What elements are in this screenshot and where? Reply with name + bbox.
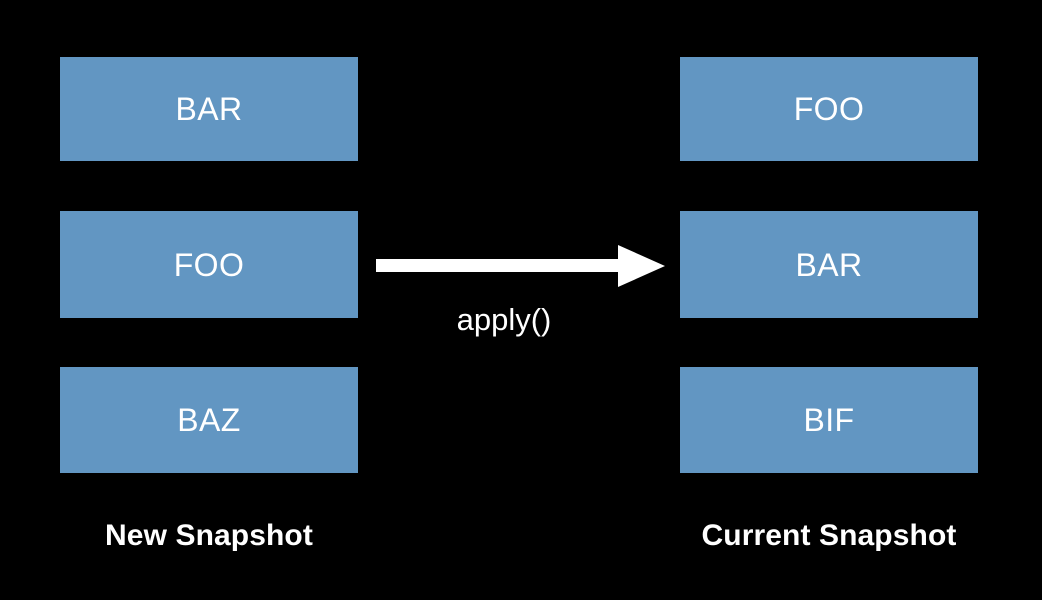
node-box: BAR — [680, 211, 978, 318]
node-label: BAR — [175, 91, 243, 127]
node-box: BIF — [680, 367, 978, 473]
column-caption-new-snapshot: New Snapshot — [105, 519, 313, 552]
column-new-snapshot: BAR FOO BAZ New Snapshot — [60, 0, 358, 600]
node-box: FOO — [680, 57, 978, 161]
apply-arrow — [370, 238, 672, 294]
node-label: BAR — [795, 246, 863, 283]
node-label: BAZ — [177, 402, 241, 438]
column-current-snapshot: FOO BAR BIF Current Snapshot — [680, 0, 978, 600]
node-box: BAR — [60, 57, 358, 161]
node-box: FOO — [60, 211, 358, 318]
node-label: FOO — [173, 246, 245, 283]
column-caption-current-snapshot: Current Snapshot — [701, 519, 957, 552]
node-label: BIF — [803, 402, 855, 438]
right-arrow-icon — [376, 245, 665, 287]
node-box: BAZ — [60, 367, 358, 473]
apply-arrow-label: apply() — [456, 302, 552, 337]
node-label: FOO — [793, 91, 865, 127]
